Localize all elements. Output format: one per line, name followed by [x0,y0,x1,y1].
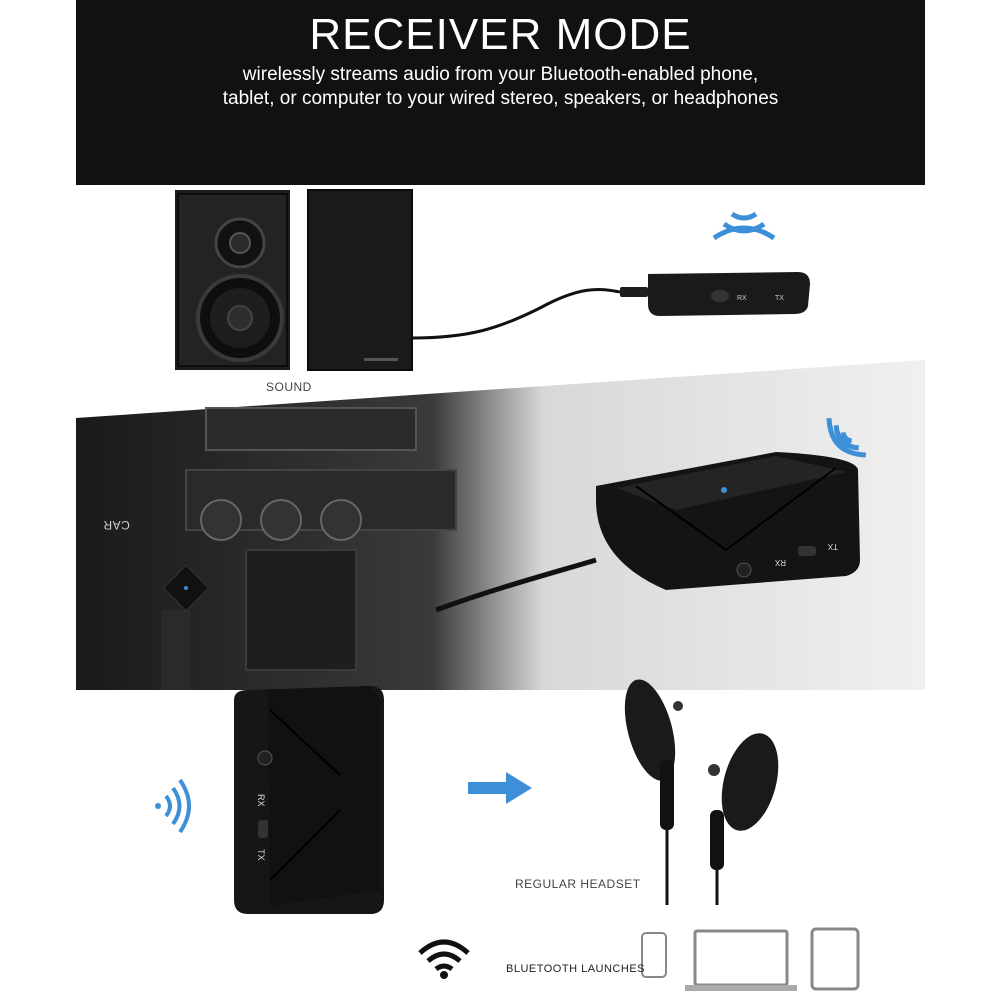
label-headset: REGULAR HEADSET [515,877,641,891]
svg-text:RX: RX [256,794,266,807]
header-slant [76,150,925,185]
speaker-left [175,190,290,370]
page-title: RECEIVER MODE [309,10,692,59]
svg-text:RX: RX [774,558,786,567]
earphones [624,679,779,905]
svg-text:RX: RX [737,295,747,302]
speakers-scene: RX TX [175,189,810,371]
label-sound: SOUND [266,380,312,394]
wireless-signal-icon-headset [155,778,191,834]
phone-icon [641,932,667,978]
label-car: CAR [103,518,130,532]
subtitle-line-2: tablet, or computer to your wired stereo… [222,88,779,109]
wifi-icon [418,939,470,979]
tablet-icon [810,927,860,991]
receiver-device-small: RX TX [648,272,810,316]
receiver-device-side: RX TX [234,686,384,914]
wireless-signal-icon-car [826,418,866,458]
svg-text:TX: TX [256,849,266,861]
car-scene: RX TX [76,360,925,690]
arrow-right-icon [468,772,532,804]
audio-cable [411,288,621,340]
svg-text:TX: TX [827,542,838,551]
headset-scene: RX TX [155,679,779,914]
svg-text:TX: TX [775,295,784,302]
laptop-icon [685,929,797,991]
label-bluetooth: BLUETOOTH LAUNCHES [506,963,645,975]
subtitle-line-1: wirelessly streams audio from your Bluet… [242,64,759,85]
receiver-device-car [162,564,210,612]
wireless-signal-icon [712,211,776,241]
speaker-right [307,189,413,371]
receiver-device-large: RX TX [596,452,860,590]
bottom-icons [418,927,860,991]
